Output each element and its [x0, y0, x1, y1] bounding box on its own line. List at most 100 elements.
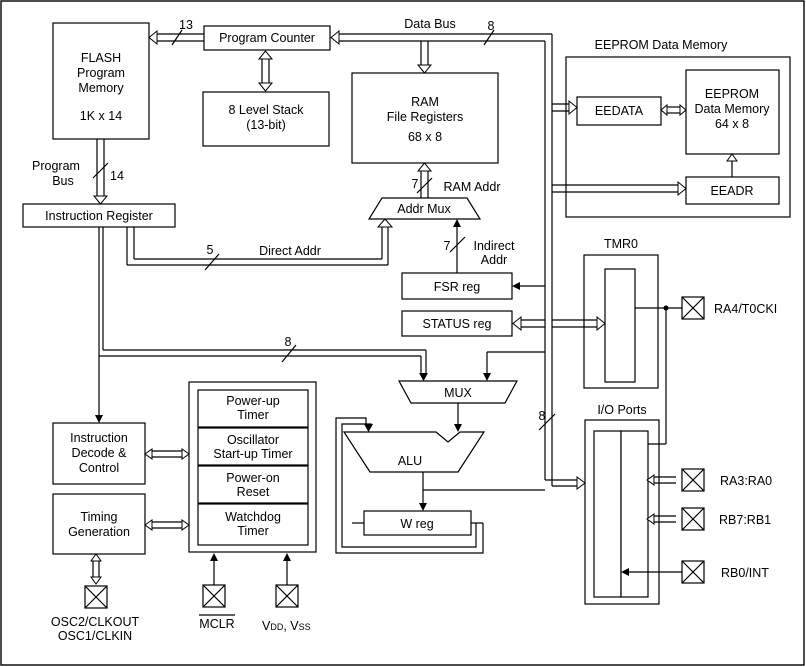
- alu-outputs: [335, 417, 545, 554]
- indirect-addr-label-1: Indirect: [474, 239, 516, 253]
- stack-line-2: (13-bit): [246, 118, 286, 132]
- eeprom-group-title: EEPROM Data Memory: [595, 38, 728, 52]
- ir-mux-width: 8: [285, 335, 292, 349]
- data-bus-label: Data Bus: [404, 17, 455, 31]
- data-bus: Data Bus 8: [330, 17, 687, 490]
- program-counter-label: Program Counter: [219, 31, 315, 45]
- direct-addr-label: Direct Addr: [259, 244, 321, 258]
- pc-to-flash-bus: 13: [148, 18, 204, 46]
- ram-addr-width: 7: [412, 177, 419, 191]
- oscillator-line-1: Oscillator: [227, 433, 279, 447]
- pin-rb0-label: RB0/INT: [721, 566, 769, 580]
- eedata-label: EEDATA: [595, 104, 644, 118]
- addr-mux-label: Addr Mux: [397, 202, 451, 216]
- indirect-addr-bus: 7 Indirect Addr: [444, 219, 515, 273]
- eeprom-line-2: Data Memory: [694, 102, 770, 116]
- timing-line-1: Timing: [80, 510, 117, 524]
- timing-timer-link: [144, 519, 190, 531]
- alu-label: ALU: [398, 454, 422, 468]
- pc-stack-bus: [257, 50, 274, 92]
- flash-program-memory: FLASH Program Memory 1K x 14: [52, 22, 150, 140]
- timing-line-2: Generation: [68, 525, 130, 539]
- mux-to-alu: [454, 403, 462, 432]
- flash-line-4: 1K x 14: [80, 109, 122, 123]
- instruction-decode-control: Instruction Decode & Control: [52, 422, 146, 485]
- fsr-register: FSR reg: [401, 272, 513, 300]
- io-bus-width: 8: [539, 409, 546, 423]
- pin-ra4-label: RA4/T0CKI: [714, 302, 777, 316]
- indirect-addr-label-2: Addr: [481, 253, 507, 267]
- program-bus: Program Bus 14: [32, 139, 124, 205]
- tmr0-label: TMR0: [604, 237, 638, 251]
- pin-rb7: RB7:RB1: [681, 507, 771, 531]
- wreg-label: W reg: [400, 517, 433, 531]
- ram-line-1: RAM: [411, 95, 439, 109]
- pin-mclr: MCLR: [199, 553, 235, 631]
- program-bus-width: 14: [110, 169, 124, 183]
- poweron-line-2: Reset: [237, 485, 270, 499]
- decode-line-2: Decode &: [72, 446, 128, 460]
- pin-osc1-label: OSC1/CLKIN: [58, 629, 132, 643]
- powerup-line-1: Power-up: [226, 394, 280, 408]
- instruction-register: Instruction Register: [22, 203, 176, 228]
- watchdog-line-2: Timer: [237, 524, 268, 538]
- eeadr-register: EEADR: [685, 176, 780, 205]
- ram-addr-bus: 7 RAM Addr: [412, 162, 501, 198]
- ir-to-mux-bus: 8: [95, 227, 428, 423]
- direct-addr-bus: 5 Direct Addr: [126, 218, 394, 271]
- fsr-label: FSR reg: [434, 280, 481, 294]
- status-label: STATUS reg: [423, 317, 492, 331]
- mux-label: MUX: [444, 386, 472, 400]
- alu: ALU: [342, 431, 486, 473]
- direct-addr-width: 5: [207, 243, 214, 257]
- program-bus-label-1: Program: [32, 159, 80, 173]
- addr-mux: Addr Mux: [367, 197, 482, 220]
- instruction-register-label: Instruction Register: [45, 209, 153, 223]
- pin-osc2-label: OSC2/CLKOUT: [51, 615, 140, 629]
- ra4-to-tmr0: [635, 305, 682, 445]
- decode-timer-link: [144, 448, 190, 460]
- pin-ra3-label: RA3:RA0: [720, 474, 772, 488]
- timer-stack: Power-up Timer Oscillator Start-up Timer…: [188, 381, 317, 553]
- timing-generation: Timing Generation: [52, 493, 146, 555]
- ram-file-registers: RAM File Registers 68 x 8: [351, 72, 499, 164]
- program-counter: Program Counter: [203, 25, 331, 51]
- powerup-line-2: Timer: [237, 408, 268, 422]
- eeprom-line-3: 64 x 8: [715, 117, 749, 131]
- flash-line-2: Program: [77, 66, 125, 80]
- io-ports-label: I/O Ports: [597, 403, 646, 417]
- pin-rb0: RB0/INT: [681, 560, 769, 584]
- ram-line-3: 68 x 8: [408, 130, 442, 144]
- pin-ra4: RA4/T0CKI: [681, 296, 777, 320]
- poweron-line-1: Power-on: [226, 471, 280, 485]
- watchdog-line-1: Watchdog: [225, 510, 281, 524]
- level-stack: 8 Level Stack (13-bit): [202, 91, 330, 147]
- eeadr-to-eeprom: [726, 153, 738, 177]
- stack-line-1: 8 Level Stack: [228, 103, 304, 117]
- eedata-register: EEDATA: [576, 96, 662, 126]
- io-pin-links: [621, 474, 682, 576]
- pin-osc: OSC2/CLKOUT OSC1/CLKIN: [51, 553, 140, 643]
- pc-bus-width: 13: [179, 18, 193, 32]
- ram-addr-label: RAM Addr: [444, 180, 501, 194]
- io-ports: I/O Ports: [584, 403, 660, 605]
- pin-vdd-vss: VDD, VSS: [262, 553, 311, 633]
- ram-line-2: File Registers: [387, 110, 463, 124]
- pin-rb7-label: RB7:RB1: [719, 513, 771, 527]
- tmr0: TMR0: [583, 237, 659, 389]
- decode-line-1: Instruction: [70, 431, 128, 445]
- flash-line-1: FLASH: [81, 51, 121, 65]
- w-register: W reg: [363, 510, 472, 536]
- oscillator-line-2: Start-up Timer: [213, 447, 292, 461]
- pin-mclr-label: MCLR: [199, 617, 234, 631]
- eeprom-line-1: EEPROM: [705, 87, 759, 101]
- status-register: STATUS reg: [401, 310, 513, 337]
- eeadr-label: EEADR: [710, 184, 753, 198]
- decode-line-3: Control: [79, 461, 119, 475]
- pin-ra3: RA3:RA0: [681, 468, 772, 492]
- pin-vdd-vss-label: VDD, VSS: [262, 619, 311, 633]
- data-bus-width: 8: [488, 19, 495, 33]
- program-bus-label-2: Bus: [52, 174, 74, 188]
